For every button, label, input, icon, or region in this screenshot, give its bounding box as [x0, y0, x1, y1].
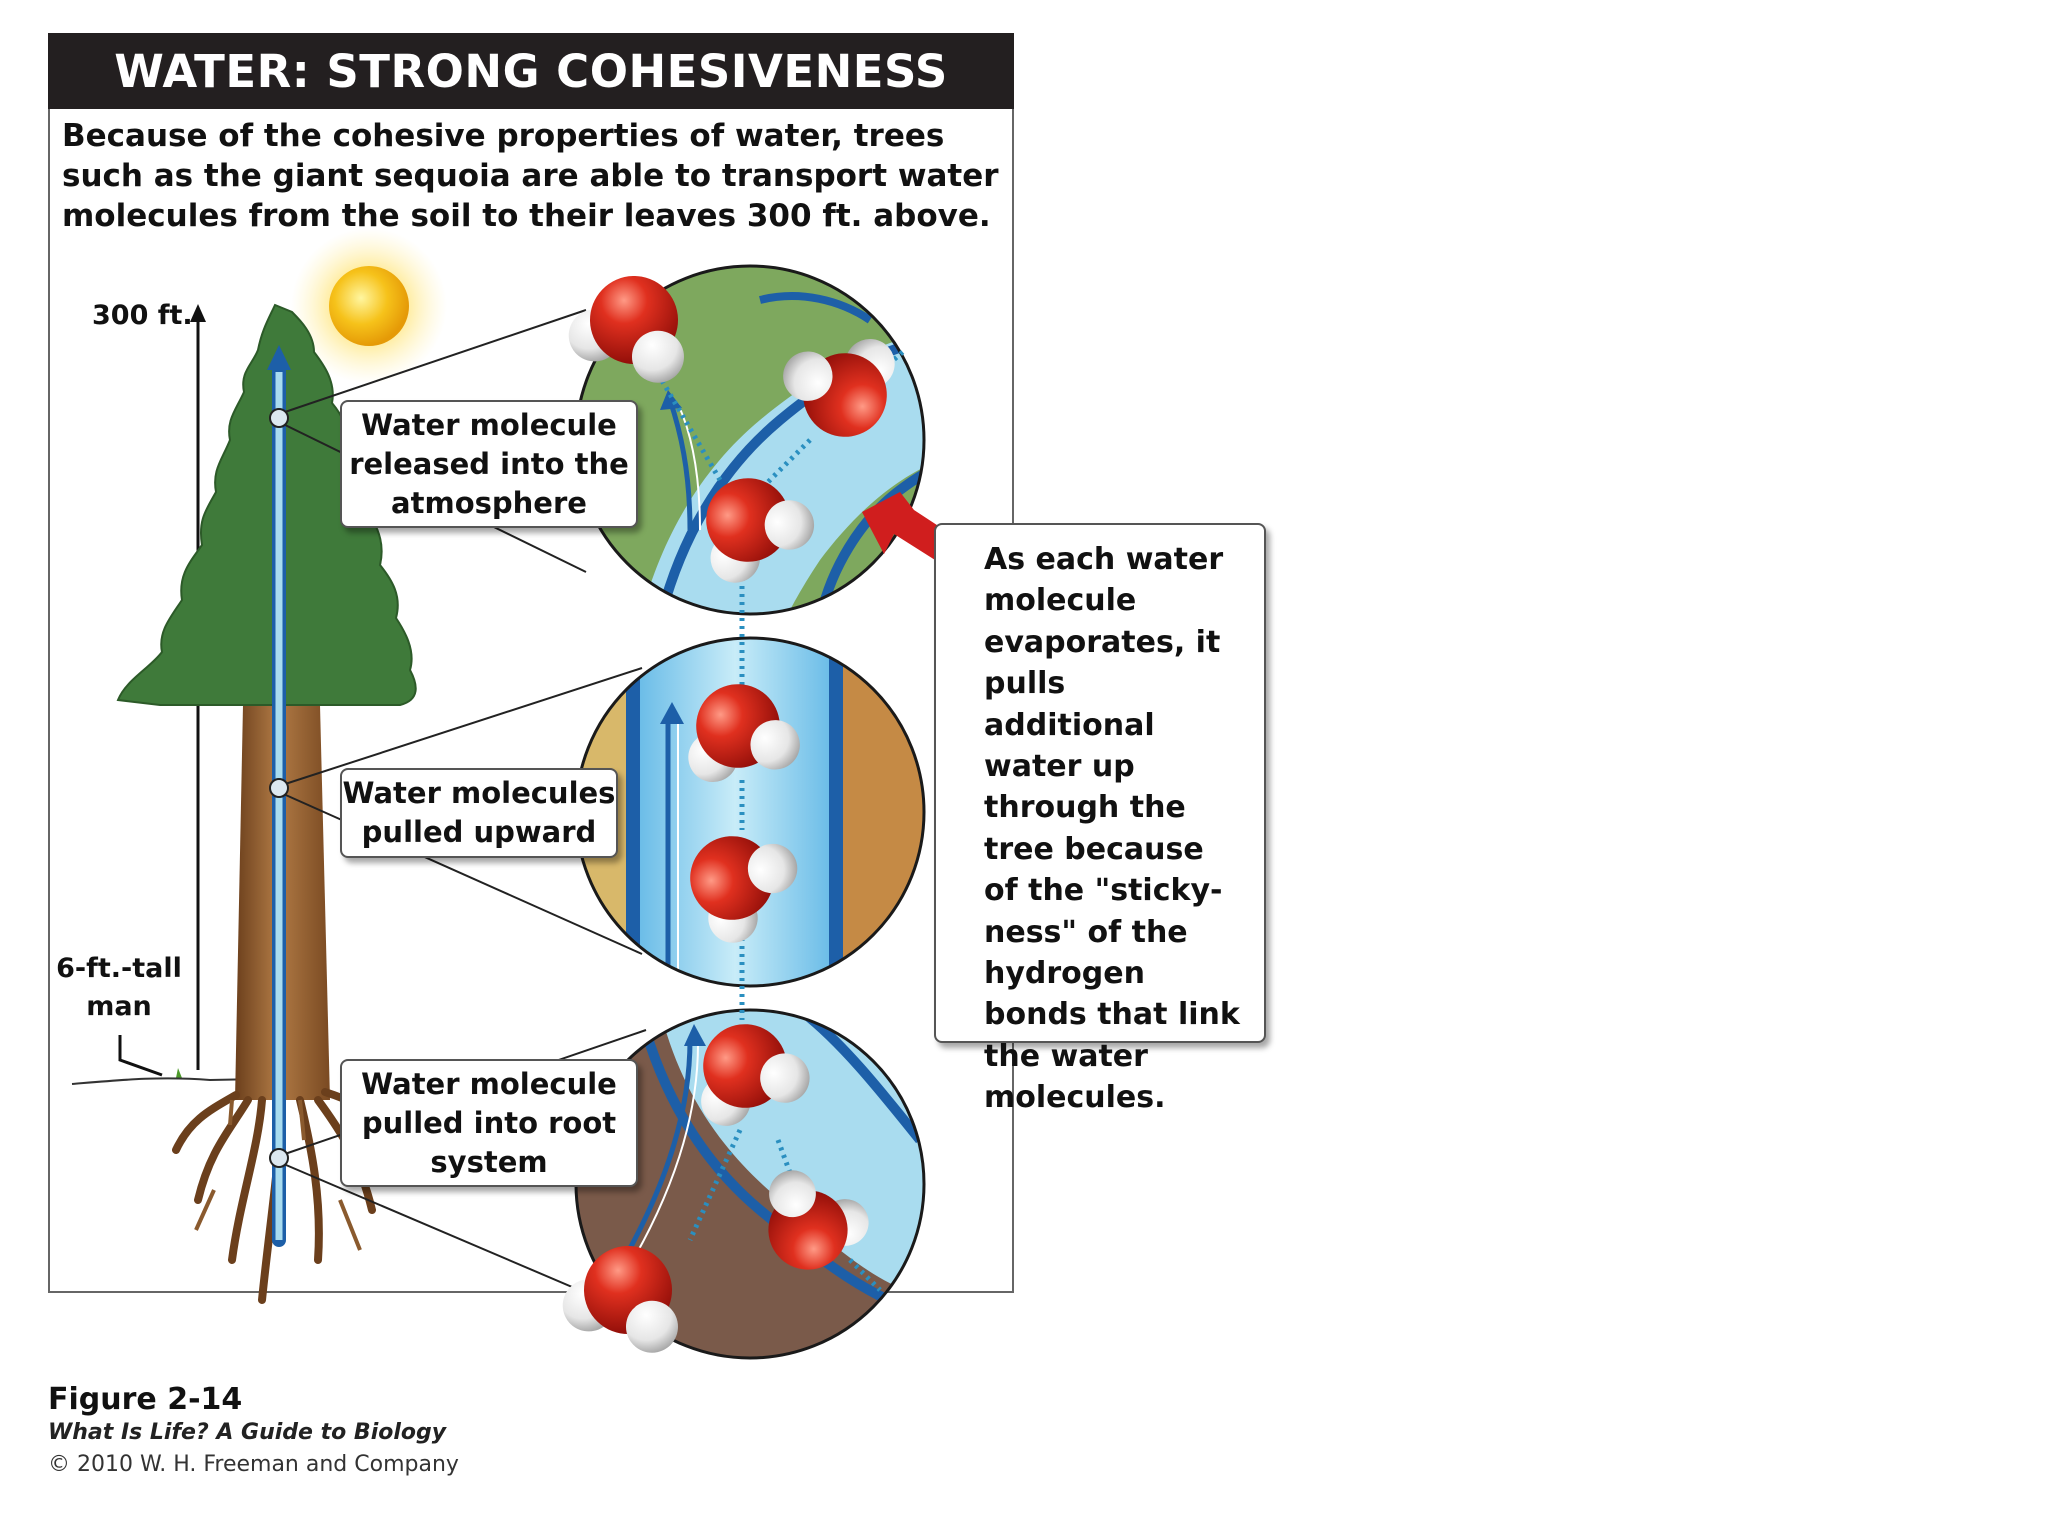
- figure-title: WATER: STRONG COHESIVENESS: [48, 33, 1014, 109]
- callout-root-system: Water molecule pulled into root system: [340, 1059, 638, 1187]
- callout-pulled-upward: Water molecules pulled upward: [340, 768, 618, 858]
- man-marker: [118, 1035, 182, 1078]
- figure-copyright: © 2010 W. H. Freeman and Company: [48, 1452, 459, 1477]
- figure-book-title: What Is Life? A Guide to Biology: [48, 1420, 447, 1445]
- callout-released: Water molecule released into the atmosph…: [340, 400, 638, 528]
- zoom-connectors: [269, 309, 647, 1311]
- callout-explanation: As each water molecule evaporates, it pu…: [934, 523, 1266, 1115]
- height-label: 300 ft.: [92, 300, 193, 331]
- zoom-circle-trunk: [574, 636, 926, 988]
- sun-icon: [291, 228, 447, 384]
- hydrogen-bonds: [647, 348, 907, 1292]
- man-label: 6-ft.-tall man: [56, 953, 182, 1022]
- figure-number: Figure 2-14: [48, 1382, 243, 1417]
- intro-text: Because of the cohesive properties of wa…: [62, 118, 999, 234]
